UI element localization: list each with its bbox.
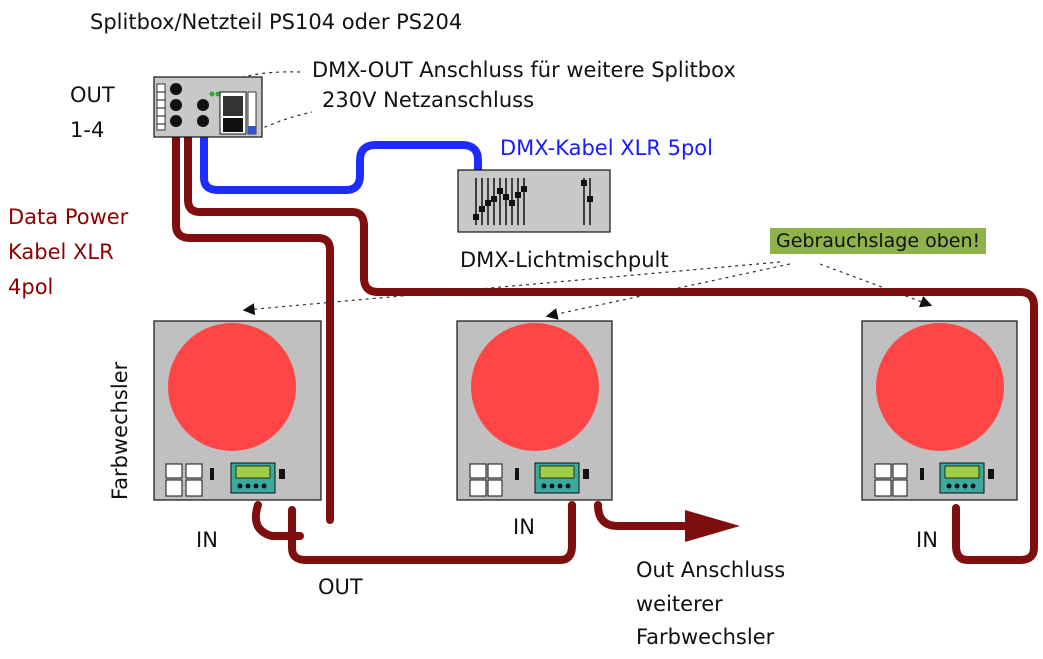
color-changer-2: [456, 320, 613, 501]
data-power-label-line2: Kabel XLR: [8, 240, 114, 264]
out-bottom-label: OUT: [318, 575, 363, 599]
power-label: 230V Netzanschluss: [322, 88, 535, 112]
in-label-1: IN: [196, 528, 218, 552]
cable-to-device-1: [172, 124, 334, 524]
color-changer-3: [861, 320, 1018, 501]
data-power-label-line1: Data Power: [8, 205, 129, 229]
out-more-label-line2: weiterer: [636, 592, 723, 616]
device-side-label: Farbwechsler: [108, 361, 132, 500]
out-more-label-line3: Farbwechsler: [636, 625, 775, 649]
cable-out-more: [594, 501, 696, 530]
dmx-cable: [200, 126, 482, 194]
dmx-out-label: DMX-OUT Anschluss für weitere Splitbox: [312, 58, 736, 82]
splitbox-title: Splitbox/Netzteil PS104 oder PS204: [90, 10, 463, 34]
cable-device-1-in: [251, 501, 304, 540]
data-power-label-line3: 4pol: [8, 275, 54, 299]
mixer-label: DMX-Lichtmischpult: [460, 248, 669, 272]
cable-main: [184, 124, 1038, 564]
out-arrow-head: [685, 510, 740, 542]
color-changer-1: [153, 320, 322, 501]
in-label-3: IN: [916, 528, 938, 552]
cable-1-to-2: [288, 501, 576, 564]
in-label-2: IN: [513, 515, 535, 539]
out-1-4-label-line1: OUT: [70, 83, 115, 107]
out-more-label-line1: Out Anschluss: [636, 558, 786, 582]
usage-arrows: [242, 261, 933, 320]
dmx-cable-label: DMX-Kabel XLR 5pol: [500, 136, 713, 160]
data-power-cables: [172, 124, 1038, 564]
out-1-4-label-line2: 1-4: [70, 118, 105, 142]
splitbox: [153, 76, 263, 138]
lighting-console: [457, 169, 611, 233]
usage-badge: Gebrauchslage oben!: [770, 228, 987, 254]
